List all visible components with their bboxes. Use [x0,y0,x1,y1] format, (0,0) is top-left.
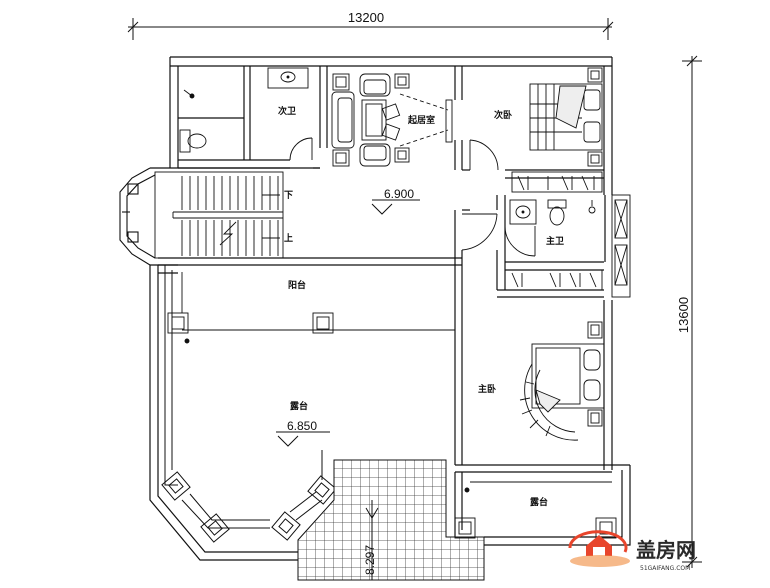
level-upper-label: 6.900 [384,187,414,201]
terrace-label: 露台 [290,400,308,412]
staircase [154,171,284,259]
terrace-outline [161,265,337,543]
living-room-label: 起居室 [407,114,435,126]
right-dimension-line [682,55,702,568]
watermark-title: 盖房网 [636,538,696,562]
guest-bath-fixtures [179,67,313,161]
guest-bath-label: 次卫 [278,105,296,117]
top-dimension-line [127,18,614,40]
living-room-furniture [331,73,453,167]
small-terrace-label: 露台 [530,496,548,508]
balcony-label: 阳台 [288,279,306,291]
second-bedroom-label: 次卧 [494,109,512,121]
stair-up-label: 上 [284,232,293,244]
master-bedroom-label: 主卧 [478,383,496,395]
wardrobe-lower [504,269,603,291]
level-marker-upper [371,199,420,215]
right-dimension-label: 13600 [676,297,691,333]
master-bath-label: 主卫 [546,235,564,247]
watermark-logo [568,530,630,567]
stair-down-label: 下 [284,190,293,201]
balcony-rail [167,272,455,344]
bay-window [119,167,156,266]
level-terrace-label: 6.850 [287,419,317,433]
top-dimension-label: 13200 [348,10,384,25]
level-marker-terrace [276,431,330,447]
roof-level-label: 8.297 [363,545,377,575]
watermark-subtitle: 51GAIFANG.COM [640,565,690,572]
small-terrace-outline [454,481,617,539]
master-bath-fixtures [504,194,631,298]
roof-tile-area [297,459,485,581]
master-bedroom-furniture [519,321,605,441]
wardrobe-upper [511,171,603,193]
corridor-door [461,213,498,251]
second-bedroom-furniture [469,67,603,171]
